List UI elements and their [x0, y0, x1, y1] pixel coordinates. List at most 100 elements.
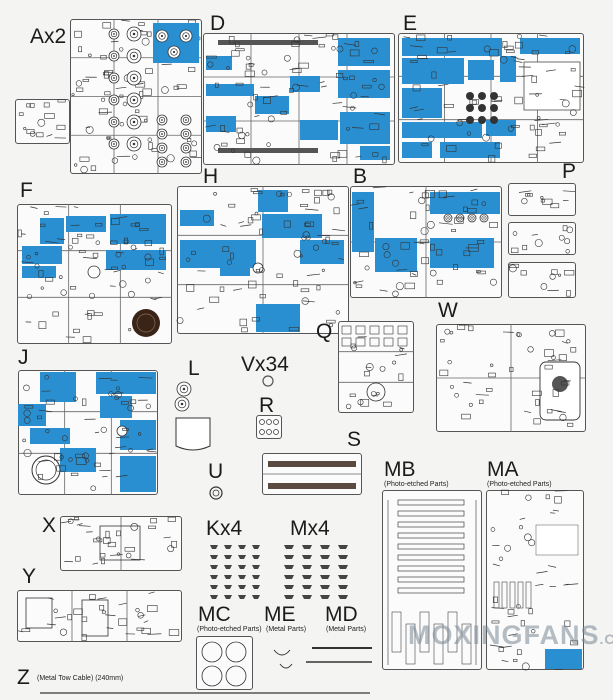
- part-shape: [159, 256, 166, 260]
- part-shape: [477, 270, 486, 275]
- part-shape: [395, 282, 404, 291]
- periscope-part: [355, 325, 366, 335]
- part-shape: [421, 257, 429, 265]
- part-shape: [298, 62, 309, 69]
- part-shape: [547, 565, 557, 568]
- periscope-part: [383, 337, 394, 347]
- sprue-label-l: L: [188, 357, 200, 380]
- part-shape: [86, 234, 95, 239]
- road-wheel-center: [180, 402, 184, 406]
- part-shape: [558, 234, 565, 241]
- part-shape: [147, 605, 158, 613]
- part-shape: [286, 191, 292, 197]
- road-wheel-hub: [129, 29, 139, 39]
- part-shape: [482, 133, 490, 142]
- part-shape: [283, 220, 291, 228]
- part-shape: [104, 70, 114, 76]
- part-shape: [176, 317, 184, 324]
- part-shape: [110, 240, 118, 245]
- part-shape: [574, 85, 585, 88]
- u-ring-inner: [212, 489, 220, 497]
- sprue-label-x: X: [42, 514, 57, 537]
- part-shape: [417, 118, 423, 120]
- sprue-label-md: MD: [325, 603, 358, 626]
- track-link-k: [224, 565, 232, 569]
- part-shape: [132, 154, 138, 160]
- pe-strip: [397, 521, 465, 528]
- part-shape: [413, 241, 425, 245]
- part-shape: [356, 199, 365, 204]
- part-shape: [228, 36, 235, 44]
- road-wheel-hub: [170, 48, 178, 56]
- part-shape: [122, 428, 129, 431]
- part-shape: [75, 556, 81, 562]
- r-part: [259, 419, 265, 425]
- part-shape: [87, 313, 92, 320]
- part-shape: [37, 118, 46, 127]
- part-shape: [363, 60, 374, 64]
- part-shape: [119, 122, 124, 127]
- track-guard: [218, 148, 318, 153]
- part-shape: [343, 43, 356, 46]
- highlight-block: [486, 120, 516, 136]
- part-shape: [535, 146, 546, 152]
- part-shape: [171, 540, 177, 548]
- part-shape: [67, 614, 72, 621]
- part-shape: [176, 84, 187, 89]
- part-shape: [58, 275, 63, 279]
- track-link-k: [210, 595, 218, 599]
- part-shape: [534, 239, 543, 247]
- part-shape: [362, 84, 372, 89]
- watermark-suffix-text: .COM: [599, 631, 613, 647]
- part-shape: [119, 94, 124, 98]
- pe-wheel: [225, 665, 247, 687]
- track-link-m: [320, 545, 330, 549]
- barrel-part: [268, 483, 356, 489]
- part-shape: [253, 94, 258, 101]
- part-shape: [236, 127, 243, 134]
- highlight-block: [520, 38, 580, 54]
- part-shape: [370, 391, 377, 397]
- part-shape: [146, 448, 153, 451]
- part-shape: [23, 449, 32, 458]
- part-shape: [349, 75, 355, 80]
- part-shape: [552, 389, 559, 397]
- part-shape: [463, 250, 471, 257]
- part-shape: [145, 68, 153, 74]
- part-shape: [292, 83, 300, 92]
- part-shape: [100, 553, 106, 558]
- part-shape: [81, 634, 87, 641]
- part-shape: [159, 247, 164, 256]
- road-wheel-center: [113, 143, 115, 145]
- part-shape: [21, 261, 35, 264]
- part-shape: [539, 34, 548, 37]
- part-shape: [68, 457, 73, 462]
- part-shape: [425, 204, 430, 212]
- barrel-part: [268, 461, 356, 467]
- track-link-k: [224, 575, 232, 579]
- part-shape: [240, 224, 252, 227]
- part-shape: [319, 81, 325, 84]
- track-link-m: [320, 565, 330, 569]
- part-shape: [147, 137, 152, 142]
- road-wheel-hub: [129, 51, 139, 61]
- part-shape: [73, 206, 79, 209]
- part-shape: [130, 523, 139, 531]
- part-shape: [561, 99, 570, 108]
- part-shape: [255, 269, 261, 273]
- part-shape: [123, 239, 129, 244]
- part-shape: [498, 647, 504, 652]
- part-shape: [531, 75, 537, 83]
- track-link-m: [302, 575, 312, 579]
- part-shape: [506, 49, 515, 53]
- road-wheel-center: [185, 133, 187, 135]
- part-shape: [102, 22, 112, 29]
- part-shape: [82, 79, 90, 82]
- part-shape: [394, 353, 407, 357]
- part-shape: [570, 68, 576, 72]
- part-shape: [564, 620, 571, 627]
- pe-strip: [391, 611, 402, 653]
- part-shape: [566, 226, 574, 234]
- part-shape: [55, 206, 67, 208]
- part-shape: [443, 195, 455, 198]
